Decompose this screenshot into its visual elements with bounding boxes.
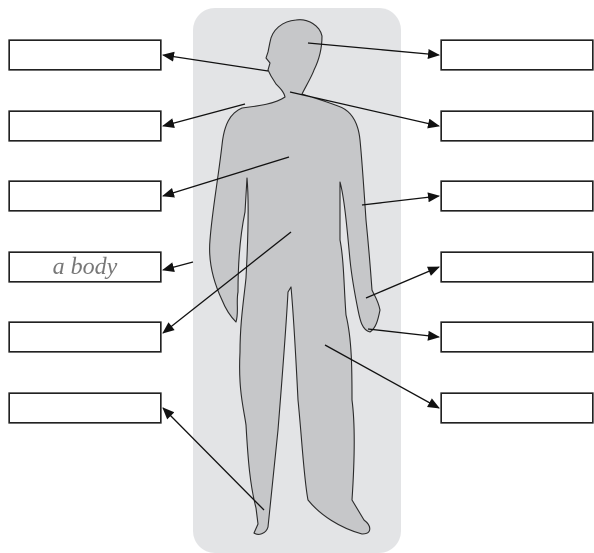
label-arm[interactable] <box>441 181 593 211</box>
label-mouth[interactable] <box>9 40 161 70</box>
label-head[interactable] <box>441 40 593 70</box>
label-foot[interactable] <box>9 393 161 423</box>
arrow-body <box>163 262 193 270</box>
label-shoulder[interactable] <box>9 111 161 141</box>
label-neck[interactable] <box>441 111 593 141</box>
label-finger[interactable] <box>441 322 593 352</box>
label-chest[interactable] <box>9 181 161 211</box>
label-hand[interactable] <box>441 252 593 282</box>
label-leg[interactable] <box>441 393 593 423</box>
label-stomach[interactable] <box>9 322 161 352</box>
label-body-example[interactable]: a body <box>9 252 161 282</box>
